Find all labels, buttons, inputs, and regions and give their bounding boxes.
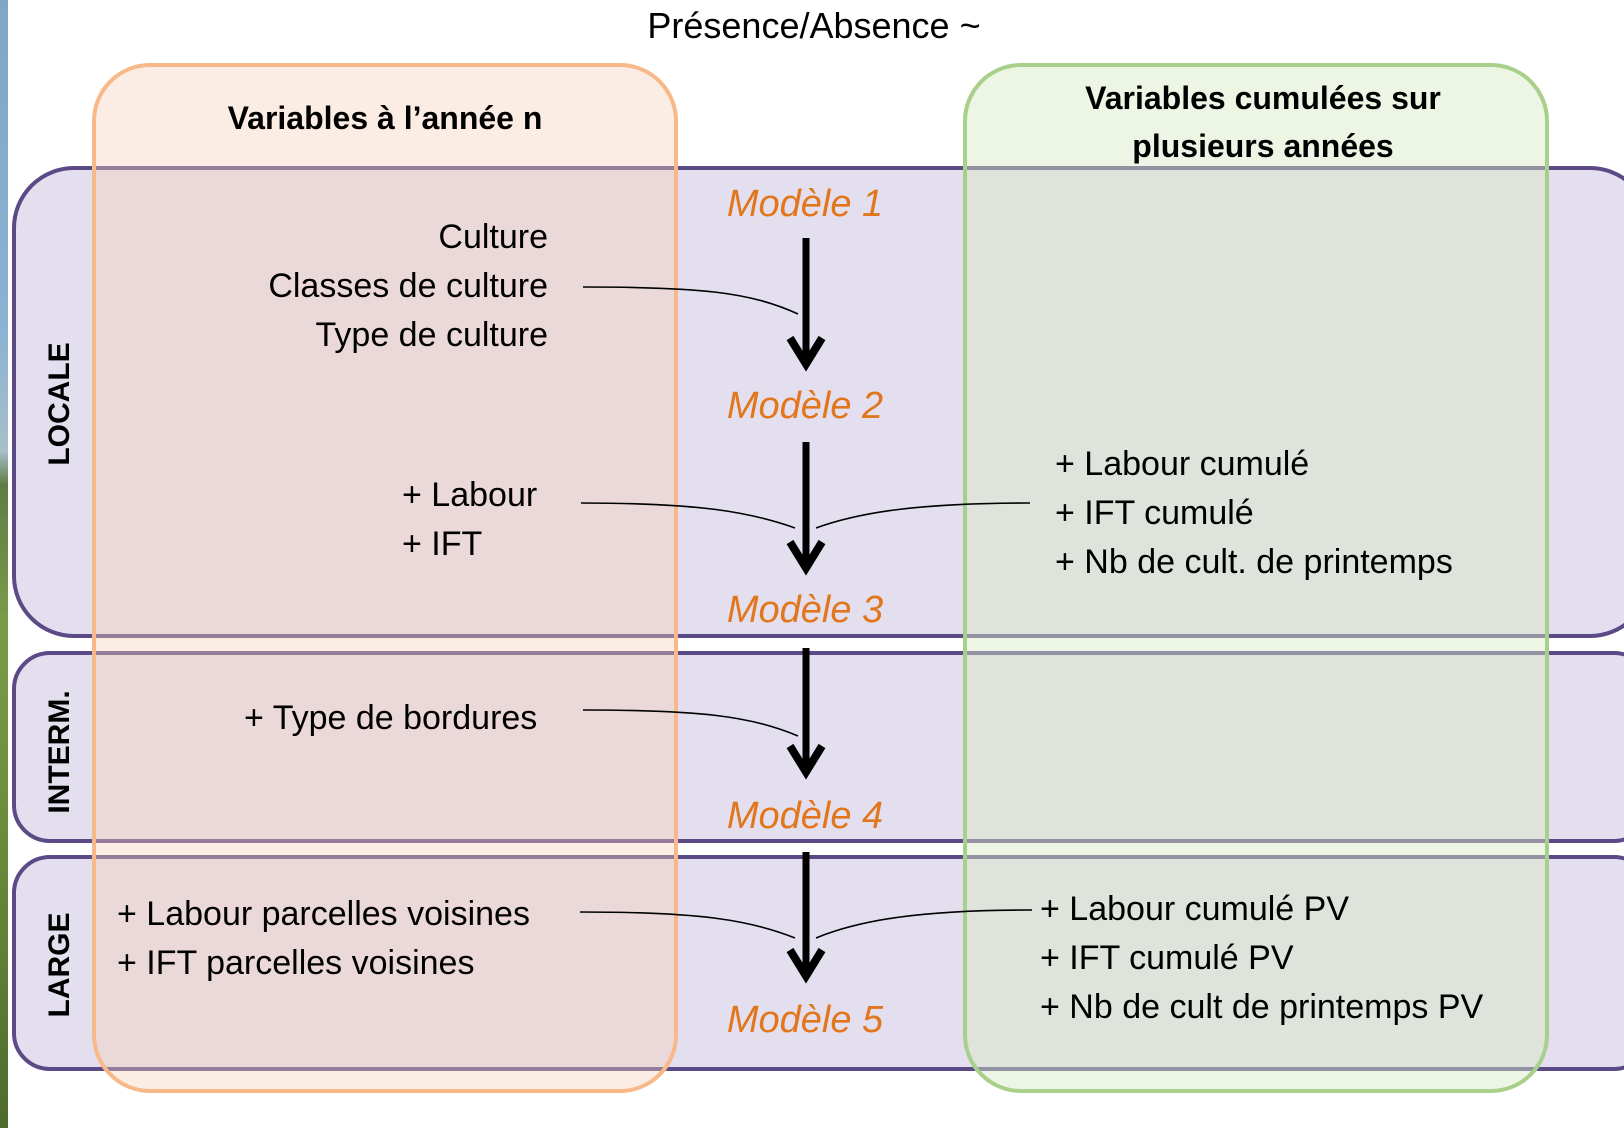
column-right-header: Variables cumulées sur plusieurs années	[963, 74, 1563, 170]
step1-left-variables: Culture Classes de culture Type de cultu…	[150, 217, 548, 364]
variable-item: Culture	[438, 218, 548, 256]
column-cumulated-variables	[963, 63, 1549, 1093]
model-1-label: Modèle 1	[726, 183, 884, 225]
step2-right-variables: + Labour cumulé + IFT cumulé + Nb de cul…	[1055, 444, 1535, 591]
variable-item: + IFT parcelles voisines	[117, 944, 475, 982]
column-right-header-line2: plusieurs années	[1132, 128, 1394, 164]
step3-left-variable: + Type de bordures	[244, 699, 538, 737]
step2-left-variables: + Labour + IFT	[402, 475, 562, 573]
scale-label-interm: INTERM.	[43, 690, 76, 814]
variable-item: + Labour parcelles voisines	[117, 895, 530, 933]
model-3-label: Modèle 3	[726, 589, 884, 631]
step4-right-variables: + Labour cumulé PV + IFT cumulé PV + Nb …	[1040, 889, 1560, 1036]
variable-item: + Labour cumulé PV	[1040, 890, 1350, 928]
variable-item: Classes de culture	[268, 267, 548, 305]
variable-item: + IFT	[402, 525, 483, 563]
model-5-label: Modèle 5	[726, 999, 884, 1041]
variable-item: + Labour	[402, 476, 538, 514]
step4-left-variables: + Labour parcelles voisines + IFT parcel…	[117, 894, 577, 992]
model-4-label: Modèle 4	[726, 795, 884, 837]
landscape-photo-edge	[0, 0, 8, 1128]
variable-item: + Labour cumulé	[1055, 445, 1310, 483]
variable-item: + IFT cumulé	[1055, 494, 1254, 532]
variable-item: + Nb de cult. de printemps	[1055, 543, 1453, 581]
model-2-label: Modèle 2	[726, 385, 884, 427]
diagram-title: Présence/Absence ~	[647, 5, 981, 46]
variable-item: Type de culture	[315, 316, 548, 354]
column-right-header-line1: Variables cumulées sur	[1085, 80, 1441, 116]
variable-item: + IFT cumulé PV	[1040, 939, 1294, 977]
variable-item: + Nb de cult de printemps PV	[1040, 988, 1484, 1026]
column-left-header: Variables à l’année n	[227, 100, 543, 136]
scale-label-large: LARGE	[43, 912, 76, 1018]
scale-label-locale: LOCALE	[43, 342, 76, 466]
